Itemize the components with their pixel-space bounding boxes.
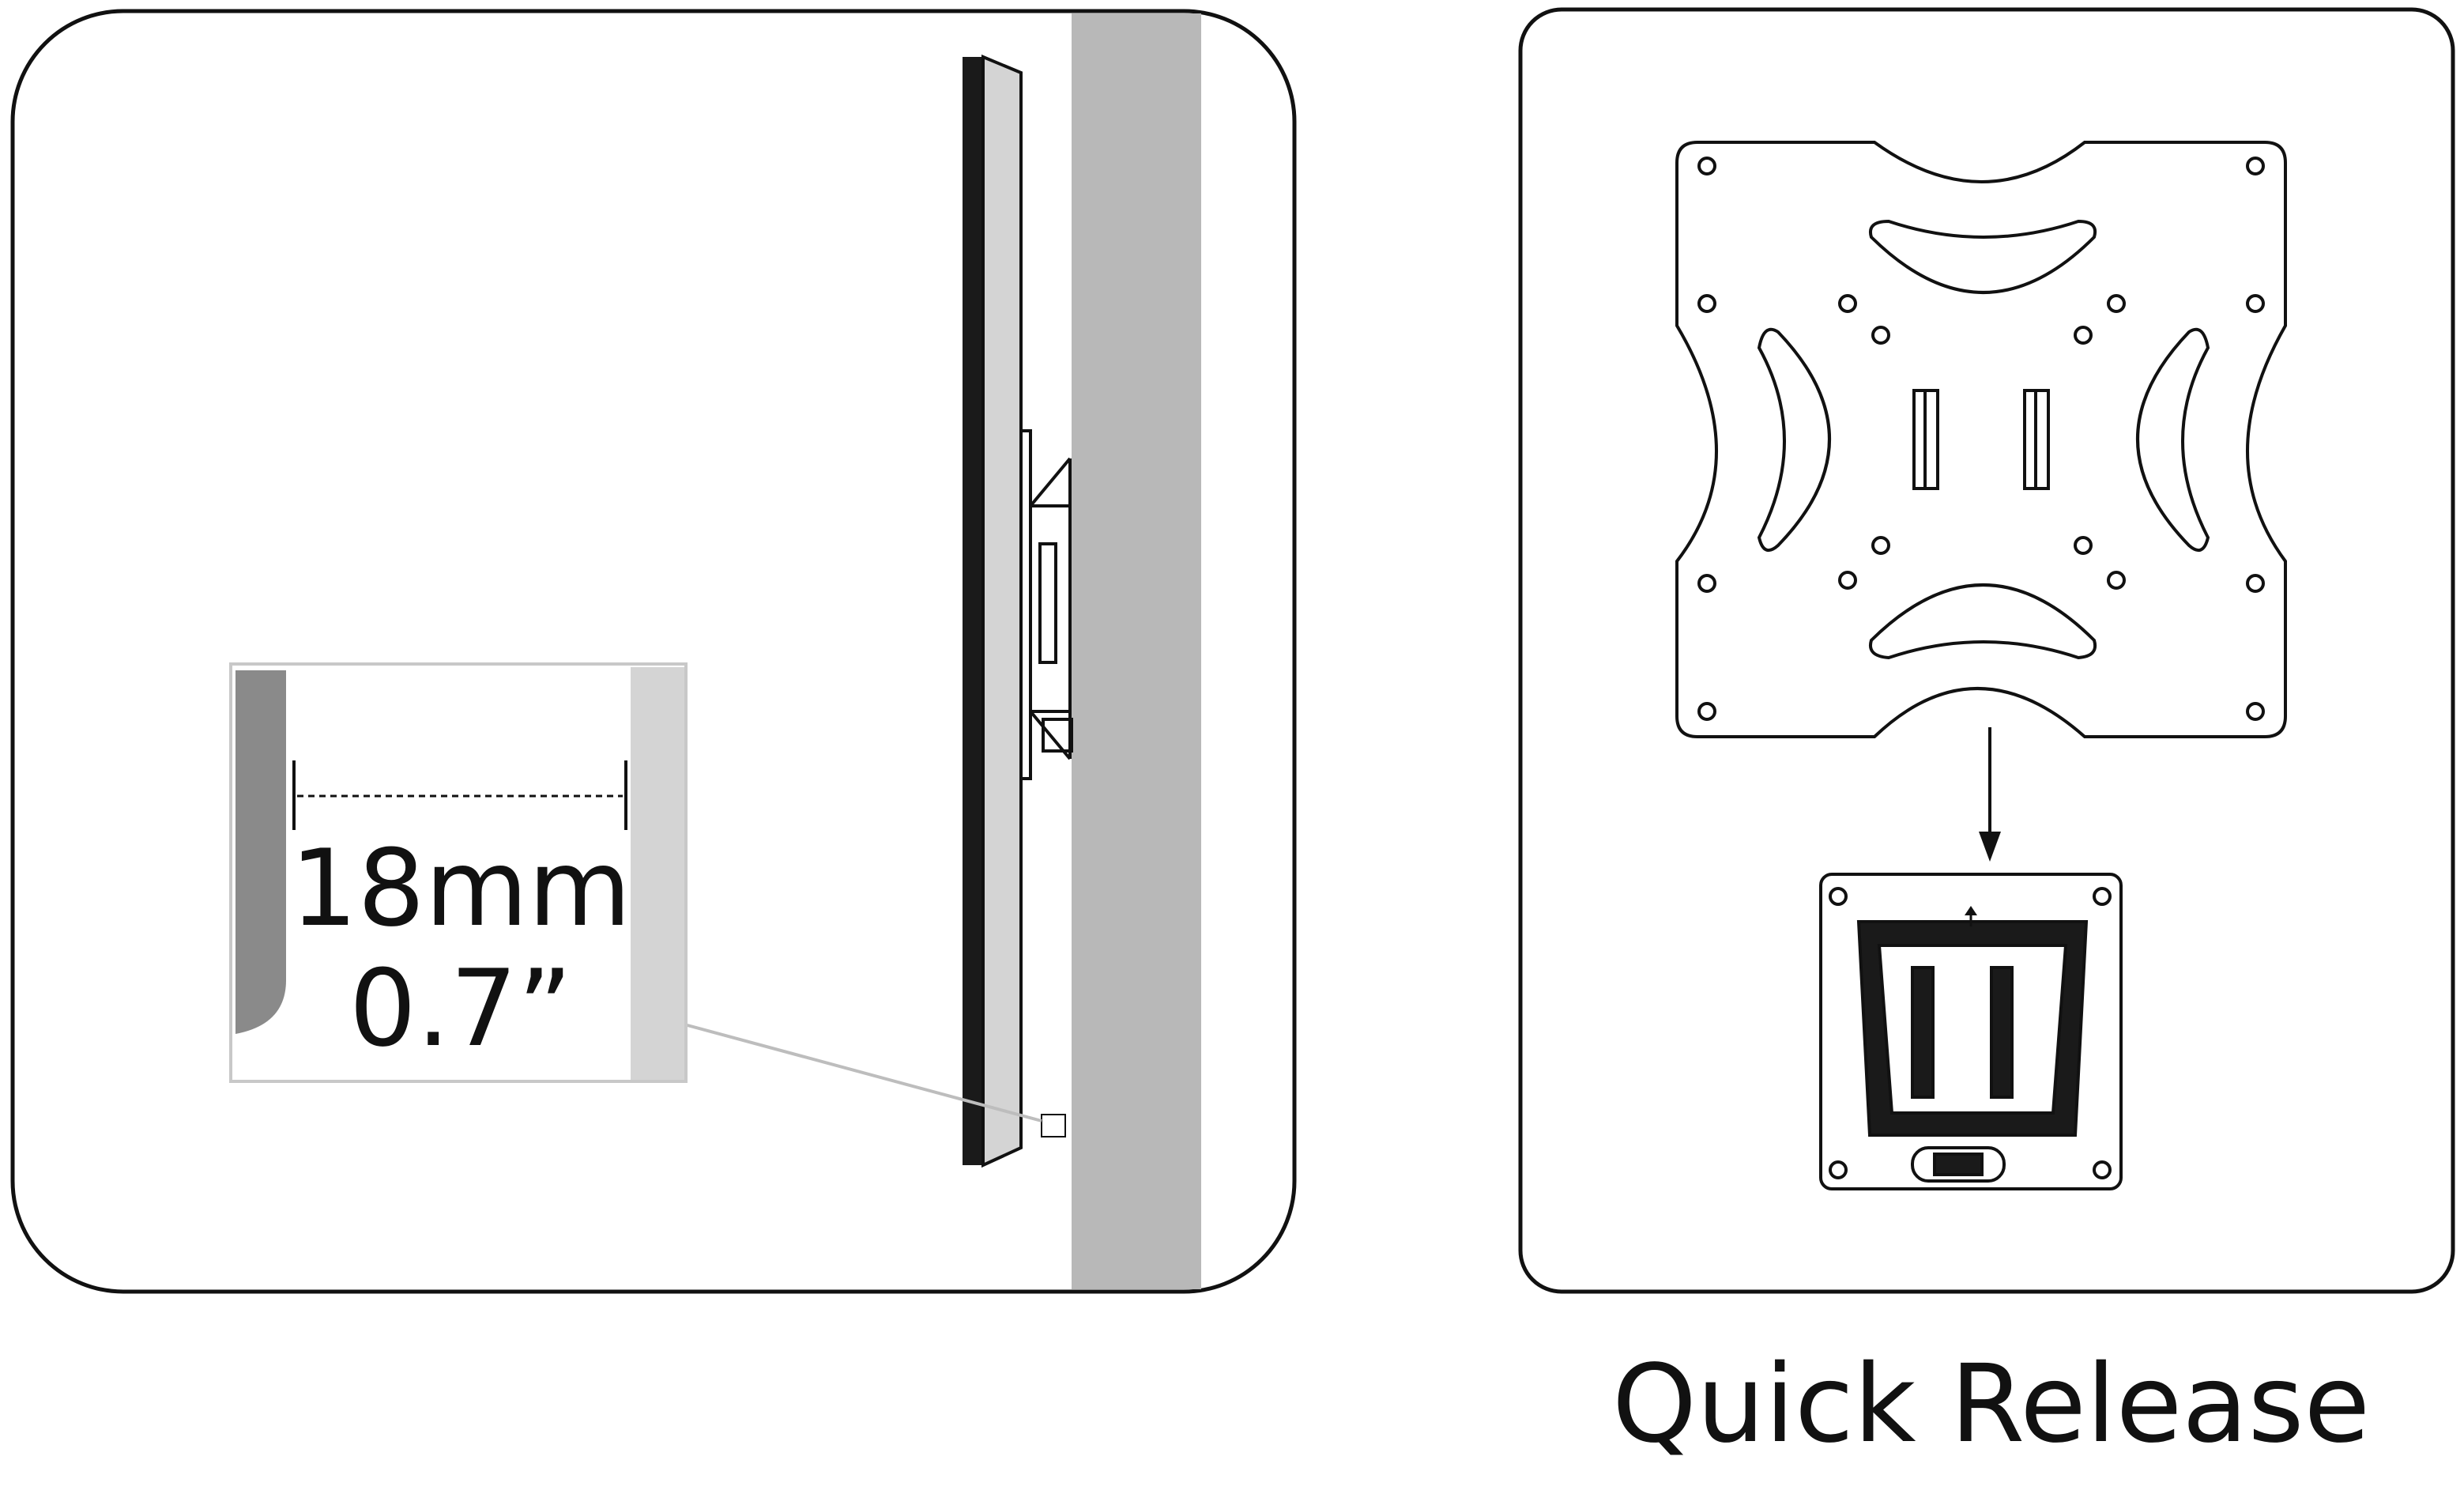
- tv-back-shell: [981, 55, 1023, 1168]
- gap-metric-label: 18mm: [290, 827, 631, 950]
- quick-release-panel: [1518, 7, 2455, 1294]
- wall-mount-bracket: [1019, 429, 1073, 780]
- receiver-inner: [1877, 944, 2068, 1115]
- cutout-top: [1869, 219, 2097, 294]
- cutout-right: [2136, 327, 2210, 553]
- callout-frame: [229, 662, 688, 1083]
- tv-panel: [963, 57, 983, 1165]
- cutout-left: [1757, 327, 1831, 553]
- vesa-plate: [1675, 141, 2287, 738]
- side-view-panel: 18mm 0.7”: [10, 9, 1297, 1294]
- zoom-leader-line: [684, 1023, 1042, 1122]
- zoom-marker: [1041, 1114, 1066, 1137]
- receiver-slot-right: [1990, 966, 2014, 1099]
- wall-bracket-receiver: [1819, 873, 2123, 1190]
- mount-hook: [1042, 718, 1073, 753]
- callout-wall: [631, 667, 684, 1080]
- gap-detail-callout: 18mm 0.7”: [229, 662, 688, 1083]
- wall: [1072, 13, 1201, 1289]
- tv-side-profile: [963, 55, 1023, 1168]
- up-arrow-icon: [1965, 906, 1977, 926]
- vesa-holes: [1697, 157, 2265, 721]
- quick-release-caption: Quick Release: [1612, 1342, 2371, 1467]
- down-arrow-icon: [1979, 727, 2001, 862]
- receiver-slot-left: [1911, 966, 1935, 1099]
- callout-tv-edge: [235, 670, 286, 1034]
- gap-imperial-label: 0.7”: [349, 947, 573, 1070]
- cutout-bottom: [1869, 583, 2097, 660]
- vesa-plate-outline: [1675, 141, 2287, 738]
- mount-arm-inner: [1038, 542, 1057, 664]
